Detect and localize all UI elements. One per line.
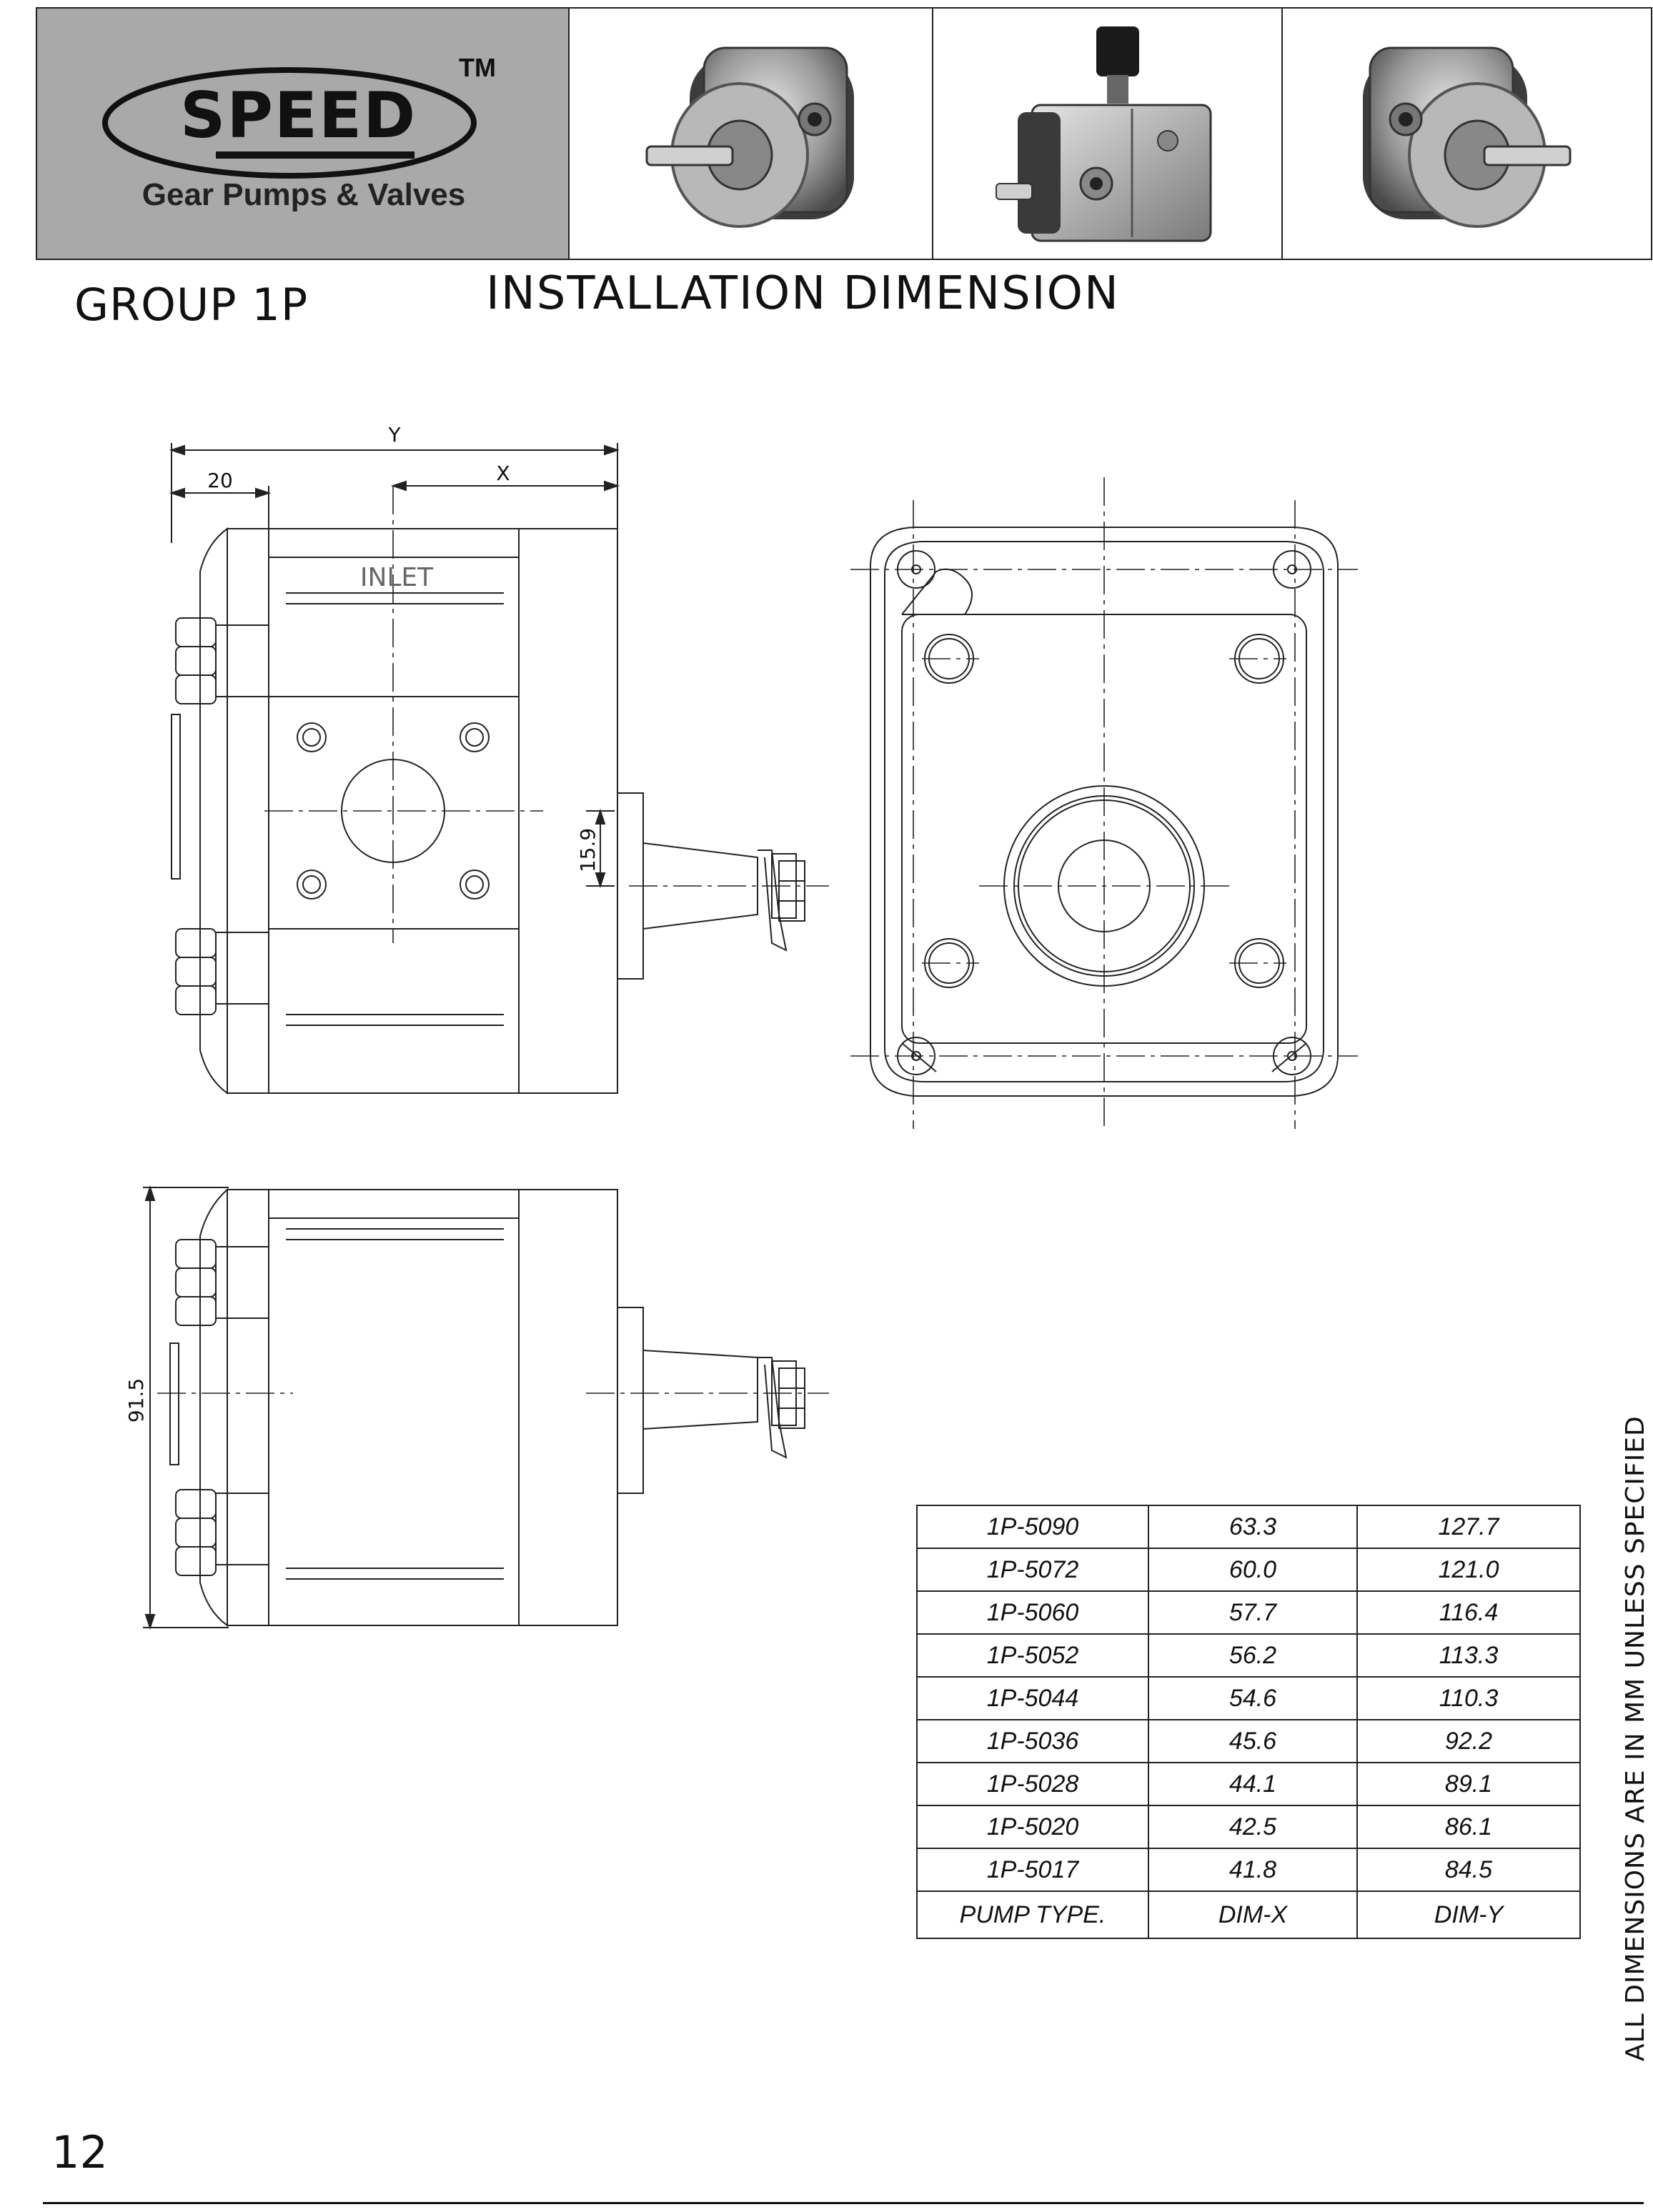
pump-type-cell: 1P-5036 [916, 1719, 1149, 1763]
dim-y-cell: 110.3 [1356, 1676, 1581, 1720]
trademark-symbol: TM [459, 53, 496, 82]
logo-ellipse [102, 67, 477, 179]
dim-x-cell: 63.3 [1148, 1505, 1358, 1549]
pump-type-cell: 1P-5028 [916, 1762, 1149, 1806]
pump-type-cell: 1P-5060 [916, 1590, 1149, 1635]
dim-x-cell: 42.5 [1148, 1805, 1358, 1849]
dim-y-cell: 127.7 [1356, 1505, 1581, 1549]
dim-y-cell: 86.1 [1356, 1805, 1581, 1849]
dim-x-cell: 45.6 [1148, 1719, 1358, 1763]
side-view-bottom [169, 1187, 805, 1627]
bottom-rule [43, 2202, 1644, 2204]
dim-y-cell: 84.5 [1356, 1848, 1581, 1892]
pump-rear-photo [1282, 9, 1651, 259]
pump-type-cell: 1P-5020 [916, 1805, 1149, 1849]
pump-type-cell: 1P-5072 [916, 1548, 1149, 1592]
dim-x-header: DIM-X [1148, 1890, 1358, 1939]
page-number: 12 [51, 2126, 108, 2178]
pump-type-cell: 1P-5052 [916, 1633, 1149, 1678]
units-note: ALL DIMENSIONS ARE IN MM UNLESS SPECIFIE… [1621, 1415, 1650, 2061]
pump-front-photo [569, 9, 933, 259]
dim-x-cell: 44.1 [1148, 1762, 1358, 1806]
pump-type-cell: 1P-5090 [916, 1505, 1149, 1549]
dim-y-label: Y [387, 423, 401, 447]
dim-x-label: X [496, 462, 510, 485]
dim-y-cell: 121.0 [1356, 1548, 1581, 1592]
dim-x-cell: 54.6 [1148, 1676, 1358, 1720]
side-view-top [171, 527, 805, 1095]
dim-x-cell: 57.7 [1148, 1590, 1358, 1635]
pump-type-header: PUMP TYPE. [916, 1890, 1149, 1939]
brand-logo-panel: SPEED TM Gear Pumps & Valves [37, 9, 570, 259]
dim-y-header: DIM-Y [1356, 1890, 1581, 1939]
brand-logo: SPEED [180, 79, 417, 152]
dim-91-5-label: 91.5 [124, 1378, 148, 1423]
dim-x-cell: 56.2 [1148, 1633, 1358, 1678]
dim-x-cell: 60.0 [1148, 1548, 1358, 1592]
dim-y-cell: 116.4 [1356, 1590, 1581, 1635]
dim-y-cell: 89.1 [1356, 1762, 1581, 1806]
group-title: GROUP 1P [74, 279, 309, 331]
header-band: SPEED TM Gear Pumps & Valves [36, 7, 1652, 260]
dim-x-cell: 41.8 [1148, 1848, 1358, 1892]
dim-15-9-label: 15.9 [576, 828, 600, 872]
brand-tagline: Gear Pumps & Valves [142, 177, 466, 212]
dim-y-cell: 113.3 [1356, 1633, 1581, 1678]
pump-valve-photo [933, 9, 1283, 259]
pump-type-cell: 1P-5044 [916, 1676, 1149, 1720]
logo-underline [216, 151, 415, 159]
inlet-label: INLET [360, 563, 434, 592]
dim-y-cell: 92.2 [1356, 1719, 1581, 1763]
dim-20-label: 20 [207, 469, 233, 492]
pump-type-cell: 1P-5017 [916, 1848, 1149, 1892]
page-title: INSTALLATION DIMENSION [486, 267, 1120, 320]
